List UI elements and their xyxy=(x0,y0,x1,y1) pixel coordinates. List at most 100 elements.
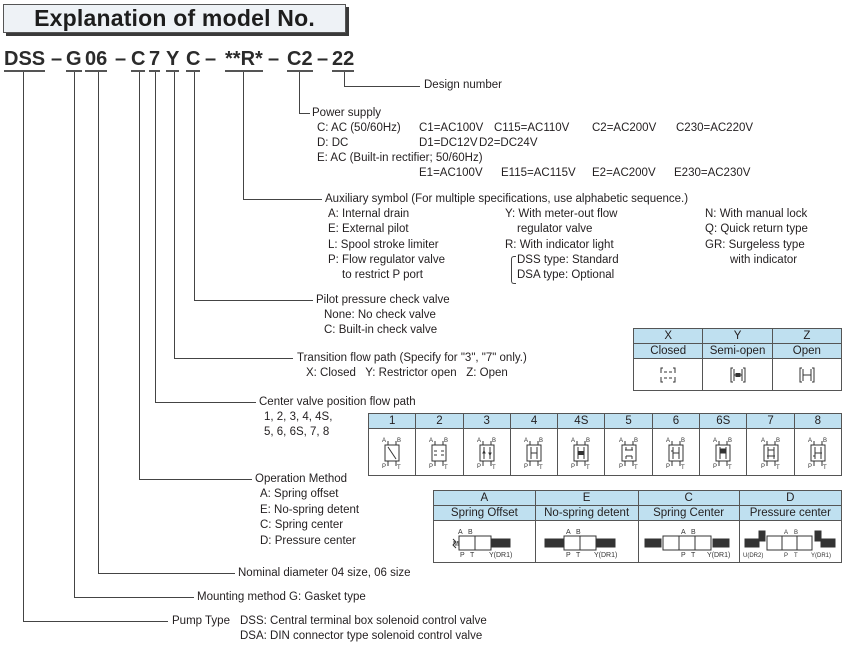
operation-name: Pressure center xyxy=(738,505,843,521)
model-separator: – xyxy=(115,48,127,70)
model-segment-mounting: G xyxy=(66,48,82,72)
svg-text:P: P xyxy=(460,552,465,559)
operation-method-table: A E C D Spring Offset No-spring detent S… xyxy=(433,490,843,563)
svg-text:B: B xyxy=(576,529,581,536)
operation-name: Spring Offset xyxy=(433,505,536,521)
svg-text:Y(DR1): Y(DR1) xyxy=(811,553,831,559)
svg-text:P: P xyxy=(571,464,575,470)
svg-text:A: A xyxy=(666,438,670,444)
model-separator: – xyxy=(205,48,217,70)
transition-name: Open xyxy=(771,343,843,359)
power-value: E230=AC230V xyxy=(674,167,751,179)
pump-type-item: DSA: DIN connector type solenoid control… xyxy=(240,630,483,642)
leader-auxiliary xyxy=(243,72,244,200)
operation-code: C xyxy=(637,490,740,506)
mounting-method-label: Mounting method G: Gasket type xyxy=(197,591,366,603)
svg-text:T: T xyxy=(634,465,638,471)
model-segment-transition: Y xyxy=(166,48,180,72)
aux-item: N: With manual lock xyxy=(705,208,808,220)
model-segment-diameter: 06 xyxy=(85,48,108,72)
svg-text:Y(DR1): Y(DR1) xyxy=(489,552,512,559)
power-value: C115=AC110V xyxy=(494,122,570,134)
leader-diameter xyxy=(98,72,99,574)
aux-item: R: With indicator light xyxy=(505,239,614,251)
svg-text:A: A xyxy=(571,438,575,444)
leader-pilot xyxy=(194,72,195,301)
svg-text:A: A xyxy=(619,438,623,444)
center-valve-code: 5 xyxy=(604,413,653,429)
svg-text:M: M xyxy=(453,541,459,548)
center-valve-code: 8 xyxy=(793,413,843,429)
leader-power-h xyxy=(299,113,310,114)
svg-text:A: A xyxy=(429,438,433,444)
aux-item: A: Internal drain xyxy=(328,208,410,220)
svg-text:B: B xyxy=(397,438,401,444)
svg-text:T: T xyxy=(681,465,685,471)
svg-text:T: T xyxy=(776,465,780,471)
page-title: Explanation of model No. xyxy=(3,4,346,33)
pump-type-item: DSS: Central terminal box solenoid contr… xyxy=(240,615,487,627)
svg-text:Y(DR1): Y(DR1) xyxy=(594,552,617,559)
operation-name: No-spring detent xyxy=(534,505,639,521)
svg-text:B: B xyxy=(492,438,496,444)
aux-item: P: Flow regulator valve xyxy=(328,254,445,266)
center-valve-code: 6 xyxy=(651,413,701,429)
power-value: E1=AC100V xyxy=(419,167,483,179)
svg-text:B: B xyxy=(634,438,638,444)
svg-text:A: A xyxy=(524,438,528,444)
model-segment-center-valve: 7 xyxy=(149,48,161,72)
center-valve-label: Center valve position flow path xyxy=(259,396,416,408)
svg-text:T: T xyxy=(470,552,475,559)
pump-type-label: Pump Type xyxy=(172,615,230,627)
svg-text:A: A xyxy=(382,438,386,444)
closed-symbol-icon xyxy=(632,358,704,391)
svg-text:B: B xyxy=(468,529,473,536)
nominal-diameter-label: Nominal diameter 04 size, 06 size xyxy=(238,567,411,579)
svg-text:T: T xyxy=(576,552,581,559)
transition-name: Closed xyxy=(632,343,704,359)
transition-code: Y xyxy=(702,328,773,344)
aux-item: with indicator xyxy=(730,254,798,266)
svg-text:Y(DR1): Y(DR1) xyxy=(707,552,730,559)
power-type-c: C: AC (50/60Hz) xyxy=(317,122,401,134)
leader-mounting xyxy=(74,72,75,598)
svg-text:P: P xyxy=(713,464,717,470)
leader-diameter-h xyxy=(98,573,235,574)
svg-text:P: P xyxy=(666,464,670,470)
power-value: C230=AC220V xyxy=(676,122,754,134)
svg-text:B: B xyxy=(444,438,448,444)
operation-item: A: Spring offset xyxy=(260,488,339,500)
transition-flow-label: Transition flow path (Specify for "3", "… xyxy=(297,352,527,364)
power-type-e: E: AC (Built-in rectifier; 50/60Hz) xyxy=(317,152,483,164)
leader-operation-h xyxy=(139,479,252,480)
operation-code: D xyxy=(738,490,843,506)
model-segment-power: C2 xyxy=(287,48,313,72)
svg-text:P: P xyxy=(761,464,765,470)
power-value: E2=AC200V xyxy=(592,167,656,179)
leader-pump xyxy=(23,72,24,622)
leader-mounting-h xyxy=(74,597,194,598)
power-value: C1=AC100V xyxy=(419,122,484,134)
operation-code: A xyxy=(433,490,536,506)
aux-item: GR: Surgeless type xyxy=(705,239,805,251)
transition-items: X: Closed Y: Restrictor open Z: Open xyxy=(306,367,508,379)
leader-pilot-h xyxy=(194,300,313,301)
operation-item: C: Spring center xyxy=(260,519,344,531)
svg-text:A: A xyxy=(566,529,571,536)
power-type-d: D: DC xyxy=(317,137,349,149)
aux-item: regulator valve xyxy=(517,223,593,235)
operation-item: E: No-spring detent xyxy=(260,504,360,516)
transition-code: X xyxy=(632,328,704,344)
power-value: D2=DC24V xyxy=(479,137,538,149)
design-number-label: Design number xyxy=(424,79,502,91)
model-separator: – xyxy=(268,48,280,70)
